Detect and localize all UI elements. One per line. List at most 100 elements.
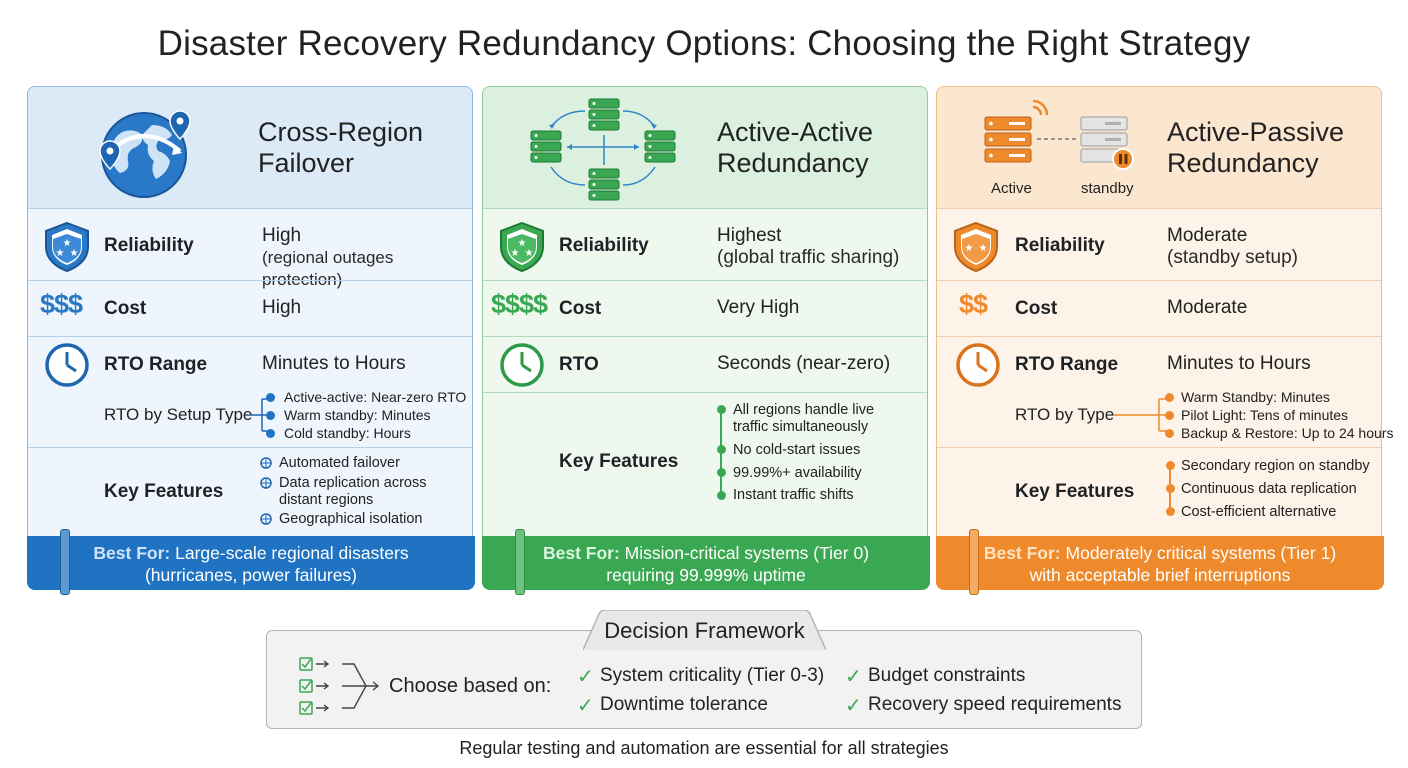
best-for-label: Best For: [93, 543, 171, 563]
feature-item: All regions handle live traffic simultan… [733, 402, 875, 435]
best-for-banner: Best For: Large-scale regional disasters… [27, 536, 475, 590]
svg-text:★: ★ [525, 248, 534, 259]
rto-setup-item: Cold standby: Hours [284, 425, 411, 441]
framework-title-tab [583, 610, 826, 650]
cost-value: Moderate [1167, 297, 1248, 318]
rto-value: Minutes to Hours [1167, 353, 1311, 374]
cost-value: High [262, 297, 302, 318]
svg-text:★: ★ [965, 243, 974, 254]
card-header: Active standby Active-Passive Redundancy [937, 87, 1381, 208]
bullet-dot [266, 393, 275, 402]
server-cluster-icon [530, 98, 676, 201]
rto-setup-item: Backup & Restore: Up to 24 hours [1181, 425, 1394, 441]
criteria-item: System criticality (Tier 0-3) [600, 665, 825, 686]
feature-item: Secondary region on standby [1181, 458, 1370, 474]
best-for-line1: Mission-critical systems (Tier 0) [624, 543, 870, 563]
globe-icon [99, 110, 191, 198]
rto-label: RTO Range [1015, 354, 1119, 375]
divider [483, 336, 927, 337]
bullet-dot [717, 445, 726, 454]
best-for-label: Best For: [542, 543, 620, 563]
active-caption: Active [991, 180, 1032, 197]
checkmark-icon: ✓ [845, 695, 862, 717]
features-label: Key Features [1015, 481, 1135, 502]
rto-setup-item: Pilot Light: Tens of minutes [1181, 407, 1349, 423]
best-for-banner: Best For: Mission-critical systems (Tier… [482, 536, 930, 590]
banner-tab [969, 529, 979, 595]
cost-label: Cost [1015, 298, 1058, 319]
feature-item: Cost-efficient alternative [1181, 504, 1337, 520]
cost-label: Cost [104, 298, 147, 319]
rto-setup-item: Warm standby: Minutes [284, 407, 431, 423]
feature-item: No cold-start issues [733, 442, 861, 458]
criteria-item: Downtime tolerance [600, 694, 768, 715]
rto-setup-item: Warm Standby: Minutes [1181, 389, 1330, 405]
cost-value: Very High [717, 297, 800, 318]
features-label: Key Features [104, 481, 224, 502]
checkmark-icon: ✓ [577, 695, 594, 717]
svg-text:★: ★ [56, 248, 65, 259]
reliability-value: Moderate (standby setup) [1167, 225, 1298, 269]
dollar-icon: $$$ [40, 289, 83, 319]
globe-bullet-icon [260, 457, 272, 469]
card-title-line2: Redundancy [717, 148, 869, 178]
shield-icon: ★ ★ [954, 221, 998, 273]
best-for-line1: Large-scale regional disasters [175, 543, 409, 563]
svg-text:★: ★ [70, 248, 79, 259]
card-title-line1: Active-Active [717, 117, 874, 147]
best-for-line2: (hurricanes, power failures) [144, 565, 358, 585]
clock-icon [956, 343, 1000, 387]
bullet-dot [1166, 484, 1175, 493]
reliability-level: Moderate [1167, 225, 1248, 246]
svg-text:★: ★ [518, 238, 527, 249]
divider [28, 447, 472, 448]
clock-icon [45, 343, 89, 387]
rto-value: Seconds (near-zero) [717, 353, 891, 374]
bullet-dot [266, 411, 275, 420]
checkmark-icon: ✓ [845, 666, 862, 688]
card-title: Active-Active Redundancy [717, 117, 927, 179]
card-header: Cross-Region Failover [28, 87, 472, 208]
page-title: Disaster Recovery Redundancy Options: Ch… [157, 24, 1251, 63]
feature-item: 99.99%+ availability [733, 465, 862, 481]
features-label: Key Features [559, 451, 679, 472]
rto-value: Minutes to Hours [262, 353, 406, 374]
active-passive-servers-icon [984, 99, 1134, 170]
bracket-connector [1113, 398, 1169, 432]
bullet-dot [1165, 411, 1174, 420]
reliability-note: (standby setup) [1167, 247, 1298, 268]
choose-based-on-label: Choose based on: [389, 675, 552, 697]
divider [28, 208, 472, 209]
checklist-flow-icon [299, 657, 380, 715]
divider [937, 280, 1381, 281]
shield-icon: ★ ★ ★ [45, 221, 89, 273]
feature-item: Geographical isolation [279, 511, 423, 527]
svg-text:★: ★ [63, 238, 72, 249]
feature-item: Instant traffic shifts [733, 487, 854, 503]
reliability-note: (regional outages protection) [262, 248, 394, 289]
best-for-line2: requiring 99.999% uptime [606, 565, 806, 585]
reliability-value: High (regional outages protection) [262, 225, 472, 291]
clock-icon [500, 343, 544, 387]
reliability-level: Highest [717, 225, 782, 246]
divider [28, 336, 472, 337]
divider [483, 280, 927, 281]
dollar-icon: $$ [959, 289, 988, 319]
rto-setup-label: RTO by Setup Type [104, 405, 253, 424]
divider [937, 336, 1381, 337]
card-title-line1: Cross-Region [258, 117, 424, 147]
card-title: Active-Passive Redundancy [1167, 117, 1377, 179]
feature-item: Automated failover [279, 455, 400, 471]
bullet-dot [266, 429, 275, 438]
svg-text:★: ★ [511, 248, 520, 259]
rto-setup-item: Active-active: Near-zero RTO [284, 389, 467, 405]
reliability-value: Highest (global traffic sharing) [717, 225, 899, 269]
card-title-line1: Active-Passive [1167, 117, 1345, 147]
reliability-label: Reliability [1015, 235, 1105, 256]
card-title-line2: Redundancy [1167, 148, 1319, 178]
divider [483, 208, 927, 209]
reliability-label: Reliability [104, 235, 194, 256]
feature-item: Continuous data replication [1181, 481, 1357, 497]
option-card-cross-region: Cross-Region Failover ★ ★ ★ Reliability … [27, 86, 475, 595]
best-for-line1: Moderately critical systems (Tier 1) [1065, 543, 1337, 563]
